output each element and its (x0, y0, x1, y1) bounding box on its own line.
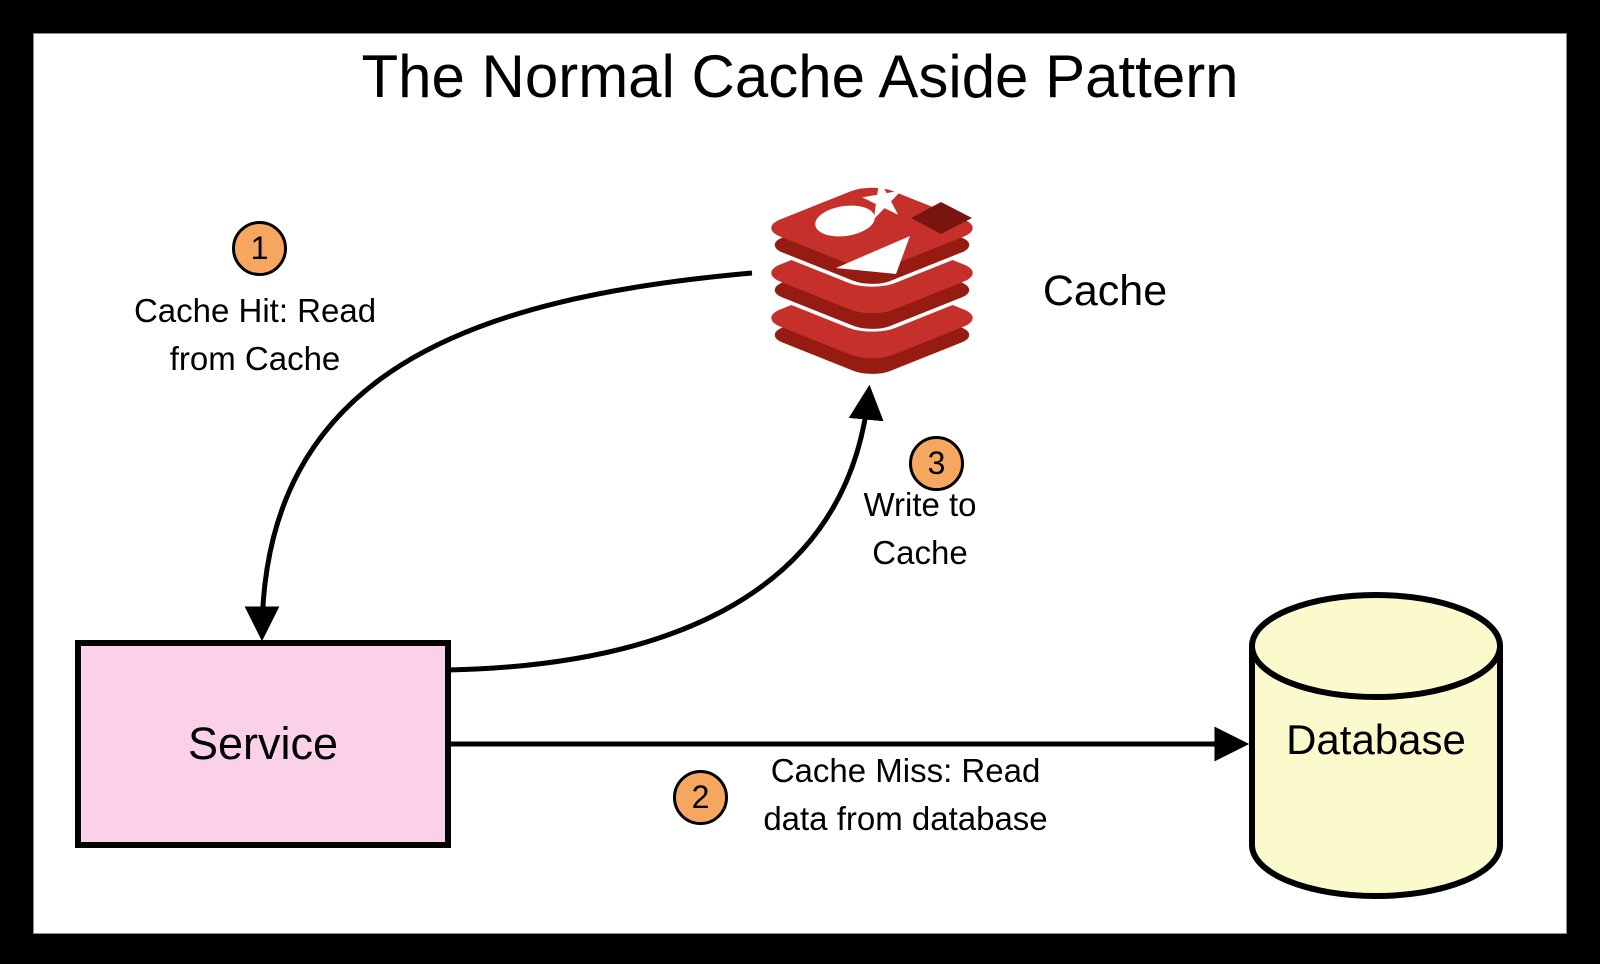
arrow-cache-hit (244, 270, 753, 642)
cache-redis-icon: ★ (767, 167, 977, 377)
redis-layer1-top (771, 187, 973, 269)
service-box (75, 640, 451, 848)
step-2-label-line2: data from database (763, 800, 1048, 837)
step-3-label: Write to Cache (830, 481, 1010, 577)
step-2-badge: 2 (673, 770, 728, 825)
step-2-label: Cache Miss: Read data from database (733, 747, 1078, 843)
database-cylinder-body (1249, 646, 1503, 899)
step-2-label-line1: Cache Miss: Read (770, 752, 1041, 789)
page-title: The Normal Cache Aside Pattern (361, 43, 1239, 110)
step-1-label-line2: from Cache (169, 340, 341, 377)
cache-node-label: Cache (1042, 267, 1168, 315)
step-1-label-line1: Cache Hit: Read (133, 292, 377, 329)
step-2-number: 2 (691, 779, 710, 815)
step-3-badge: 3 (909, 436, 964, 491)
service-node-label: Service (187, 718, 339, 769)
database-node-label: Database (1286, 716, 1466, 763)
step-1-number: 1 (250, 230, 269, 266)
step-3-number: 3 (927, 445, 946, 481)
database-cylinder (1249, 592, 1503, 899)
step-3-label-line2: Cache (872, 534, 968, 571)
arrow-write-to-cache (447, 384, 884, 673)
step-1-badge: 1 (232, 221, 287, 276)
step-3-label-line1: Write to (863, 486, 977, 523)
database-cylinder-top (1249, 592, 1503, 700)
redis-triangle-icon (836, 236, 910, 274)
redis-ellipse-icon (815, 205, 875, 237)
redis-hole-icon (911, 202, 972, 234)
step-1-label: Cache Hit: Read from Cache (85, 287, 425, 383)
